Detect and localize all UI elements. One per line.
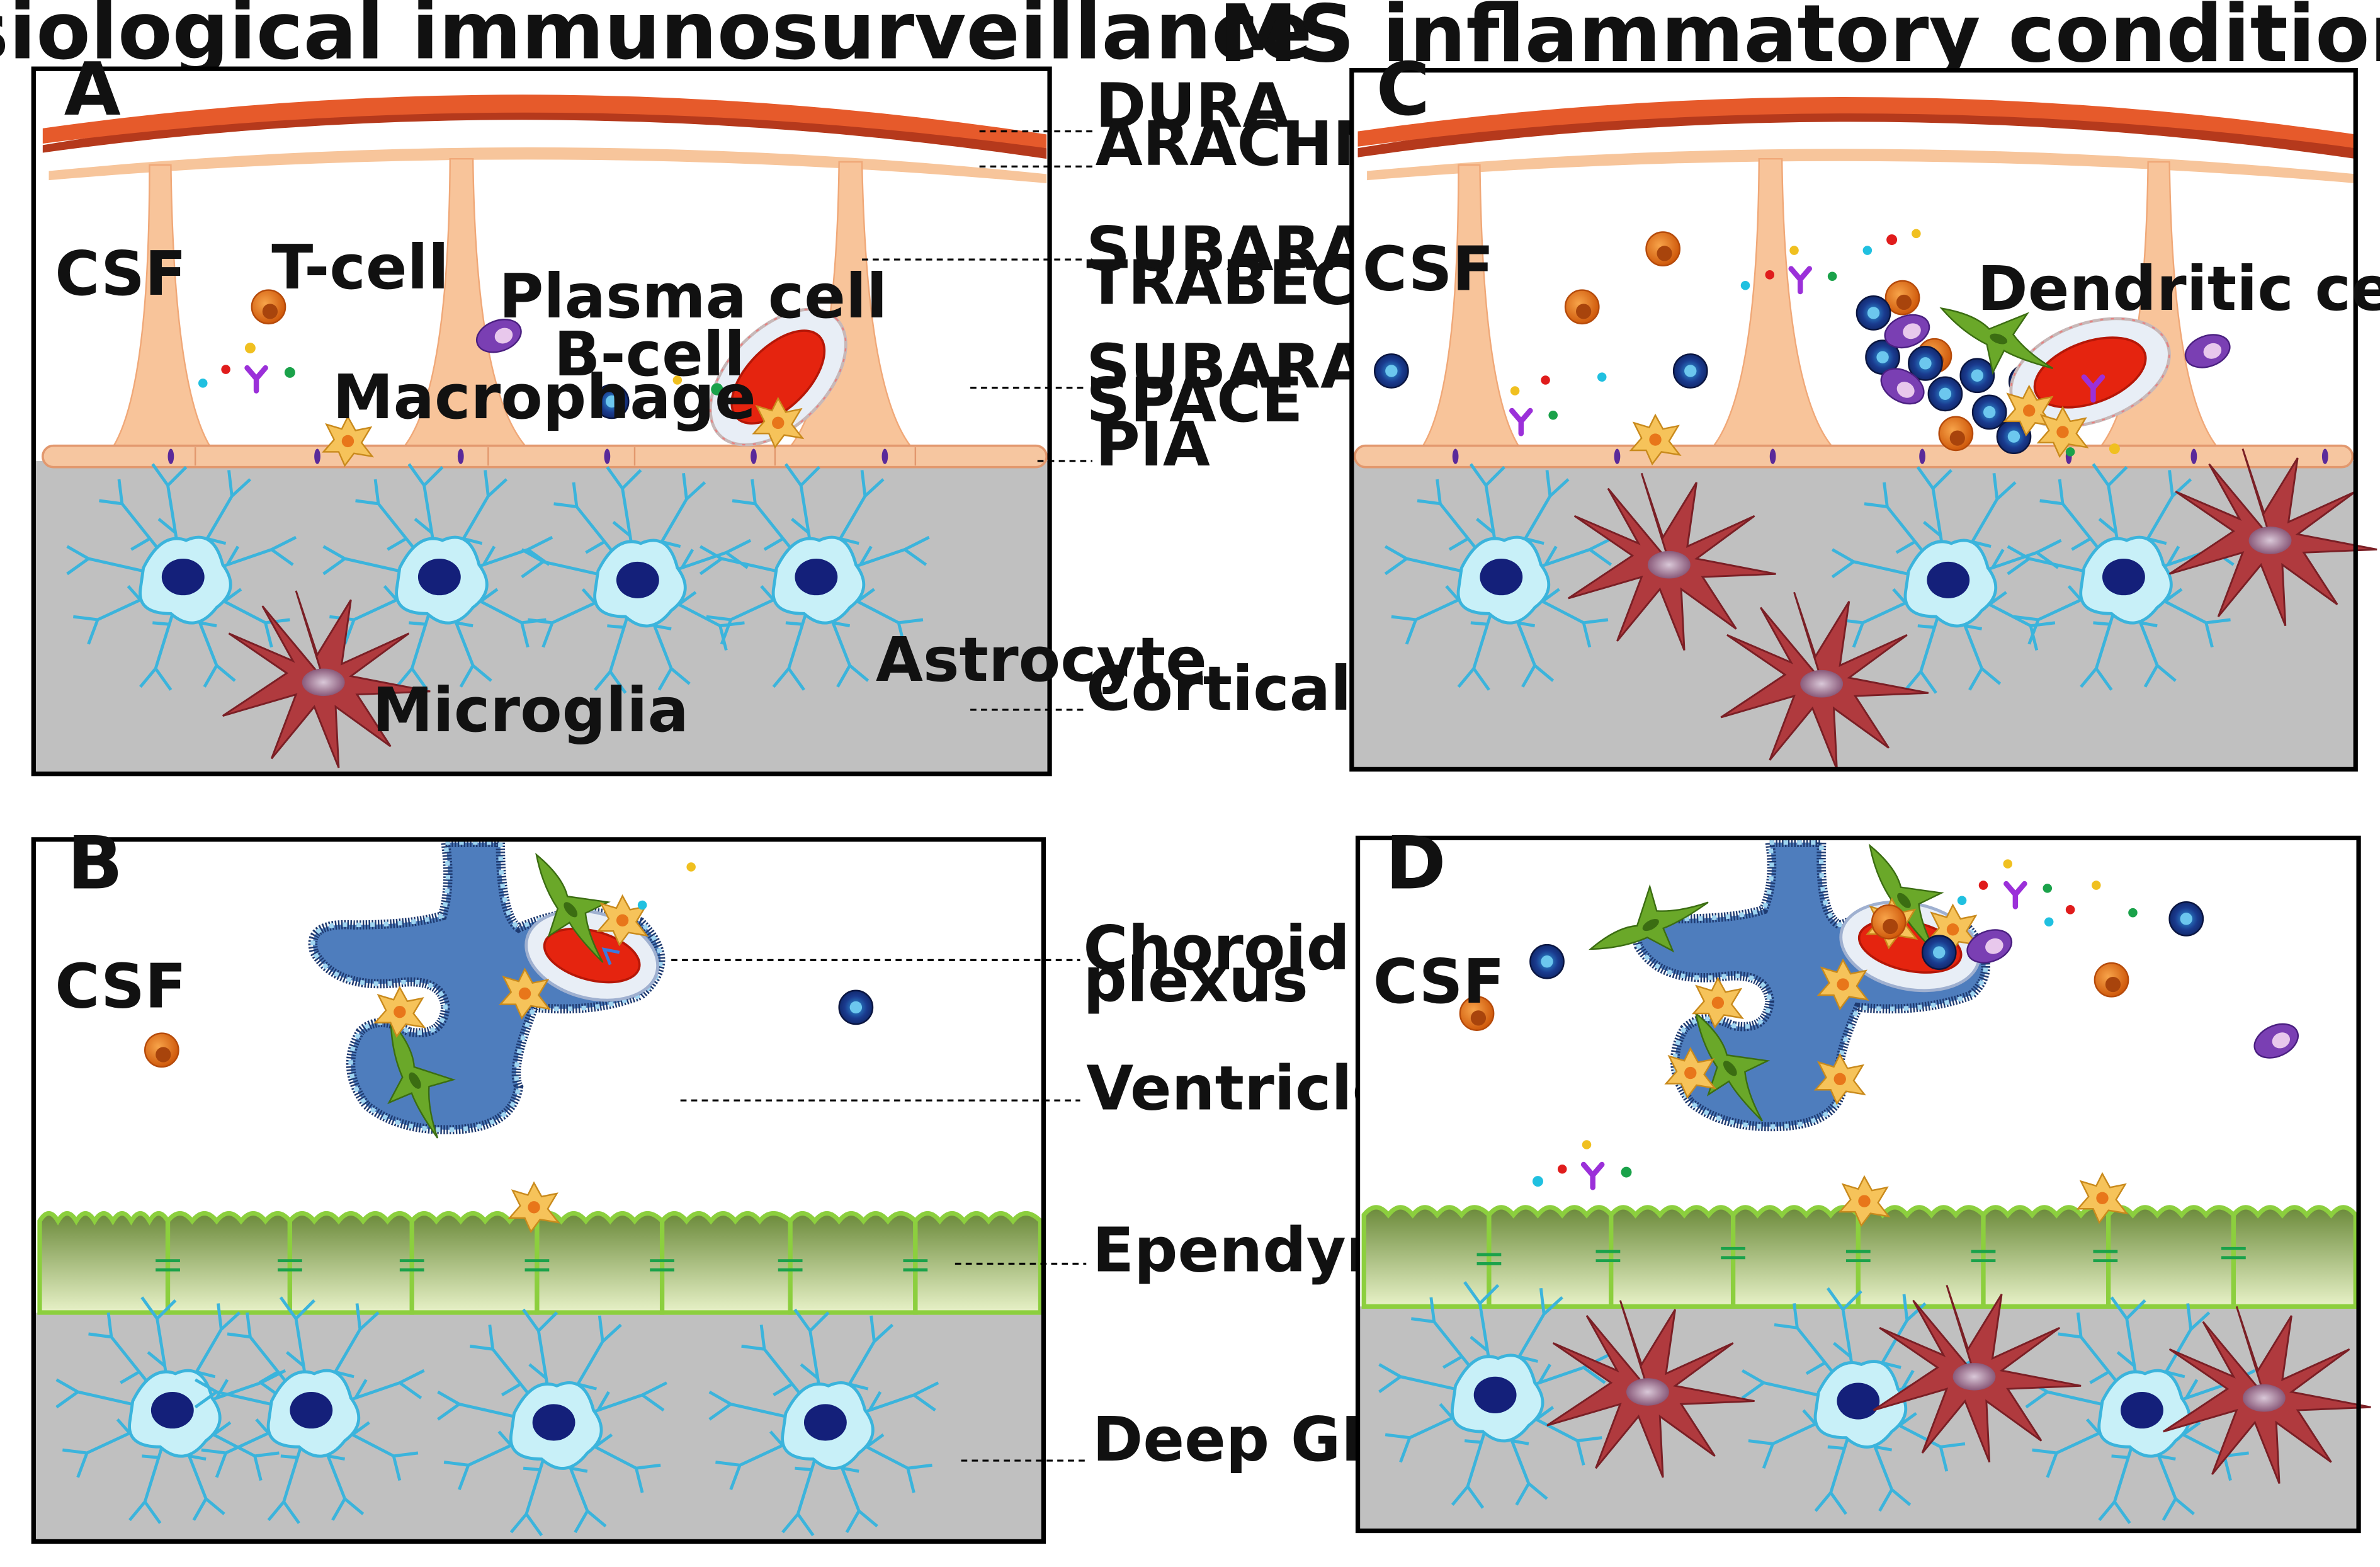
cytokine-dot xyxy=(1957,896,1967,906)
b-cell-d1 xyxy=(1921,935,1957,971)
cytokine-dot xyxy=(1597,372,1607,382)
panel-b: B CSF xyxy=(31,821,1046,1544)
cytokine-dot xyxy=(1978,880,1988,890)
panel-d-letter: D xyxy=(1385,821,1446,906)
cytokine-dot xyxy=(1532,1176,1543,1187)
t-cell-c1 xyxy=(1645,231,1681,266)
cytokine-dot xyxy=(2092,880,2101,890)
panel-a: A CSF T-cell Plasma cell B-cell Macropha… xyxy=(31,47,1207,777)
panel-b-ependyma xyxy=(37,1211,1043,1315)
t-cell-c2 xyxy=(1564,289,1600,325)
b-cell-d3 xyxy=(2168,901,2204,937)
dendritic-cell-label: Dendritic cell xyxy=(1977,253,2380,324)
panel-a-arachnoid xyxy=(48,147,1047,183)
t-cell-c5 xyxy=(1938,416,1974,452)
legend-dura: DURA xyxy=(1096,70,1290,141)
t-cell-d1 xyxy=(1871,904,1907,940)
cytokine-dot xyxy=(1541,375,1550,385)
panel-c-pia xyxy=(1353,444,2354,469)
b-cell-c8 xyxy=(1971,394,2007,430)
cytokine-dot xyxy=(1886,234,1898,246)
panel-c-frame xyxy=(1349,68,2358,772)
b-cell-b1 xyxy=(838,989,874,1025)
legend-ventricle: Ventricle xyxy=(1086,1053,1393,1124)
panel-b-frame xyxy=(31,837,1046,1544)
csf-label-d: CSF xyxy=(1373,946,1505,1017)
title-physiological: Physiological immunosurveillance xyxy=(0,0,1312,77)
csf-label-c: CSF xyxy=(1363,234,1494,305)
astrocyte-label: Astrocyte xyxy=(876,624,1207,695)
cytokine-dot xyxy=(1740,281,1750,290)
panel-c-letter: C xyxy=(1376,47,1430,132)
panel-d-ependyma xyxy=(1361,1205,2358,1309)
cytokine-dot xyxy=(1862,246,1873,255)
cytokine-dot xyxy=(2065,905,2075,915)
panel-c: C CSF Dendritic cell xyxy=(1349,47,2380,772)
microglia-label: Microglia xyxy=(372,675,689,746)
cytokine-dot xyxy=(2044,917,2054,926)
legend-choroid-1: Choroid xyxy=(1083,913,1350,984)
cytokine-dot xyxy=(637,900,647,910)
cytokine-dot xyxy=(1557,1164,1567,1174)
panel-d: D CSF xyxy=(1355,821,2372,1534)
legend-deep-gm: Deep GM xyxy=(1092,1404,1402,1475)
csf-label-b: CSF xyxy=(55,950,186,1022)
b-cell-c7 xyxy=(1959,358,1995,394)
b-cell-c3 xyxy=(1856,295,1891,331)
b-cell-c2 xyxy=(1672,353,1708,389)
panel-d-frame xyxy=(1355,835,2361,1534)
cytokine-dot xyxy=(711,383,723,396)
cytokine-dot xyxy=(284,367,295,378)
cytokine-dot xyxy=(2003,859,2013,869)
legend-bottom xyxy=(671,959,1087,1462)
legend-pia: PIA xyxy=(1096,409,1210,480)
cytokine-dot xyxy=(686,862,696,872)
panel-d-cells xyxy=(1459,829,2304,1227)
cytokine-dot xyxy=(2128,908,2138,918)
b-cell-label: B-cell xyxy=(554,319,745,390)
panel-a-cells xyxy=(198,284,871,470)
panel-c-dura xyxy=(1357,97,2356,149)
b-cell-c6 xyxy=(1927,376,1963,412)
cytokine-dot xyxy=(1510,386,1520,396)
macrophage-label: Macrophage xyxy=(332,362,756,433)
legend-space-2: SPACE xyxy=(1086,365,1303,436)
t-cell-c3 xyxy=(1884,280,1920,316)
panel-c-cells xyxy=(1373,229,2235,465)
t-cell-d3 xyxy=(2094,962,2129,998)
cytokine-dot xyxy=(1582,1140,1592,1149)
legend-top xyxy=(862,130,1092,711)
t-cell-label: T-cell xyxy=(271,232,449,303)
cytokine-dot xyxy=(2043,884,2053,893)
panel-a-dura xyxy=(42,94,1047,149)
panel-a-frame xyxy=(31,66,1052,777)
cytokine-dot xyxy=(2065,447,2075,457)
panel-a-pia xyxy=(42,444,1048,469)
cytokine-dot xyxy=(221,365,230,374)
cytokine-dot xyxy=(1912,229,1921,239)
b-cell-c1 xyxy=(1373,353,1409,389)
cytokine-dot xyxy=(672,375,683,385)
cytokine-dot xyxy=(1548,410,1558,420)
cytokine-dot xyxy=(244,343,256,354)
t-cell-b1 xyxy=(144,1032,179,1068)
b-cell-d2 xyxy=(1529,943,1565,979)
panel-b-letter: B xyxy=(67,821,123,906)
cytokine-dot xyxy=(1827,271,1837,282)
panel-a-letter: A xyxy=(64,47,121,132)
csf-label: CSF xyxy=(55,238,186,309)
cytokine-dot xyxy=(1621,1166,1632,1178)
plasma-cell-label: Plasma cell xyxy=(499,261,887,332)
title-ms-inflammatory: MS inflammatory conditions xyxy=(1218,0,2380,80)
cytokine-dot xyxy=(1789,246,1799,255)
cytokine-dot xyxy=(1765,270,1775,280)
panel-c-arachnoid xyxy=(1367,149,2356,183)
panel-b-cells xyxy=(144,838,874,1233)
cytokine-dot xyxy=(198,379,208,388)
legend-choroid-2: plexus xyxy=(1083,945,1308,1016)
cytokine-dot xyxy=(2109,443,2120,455)
